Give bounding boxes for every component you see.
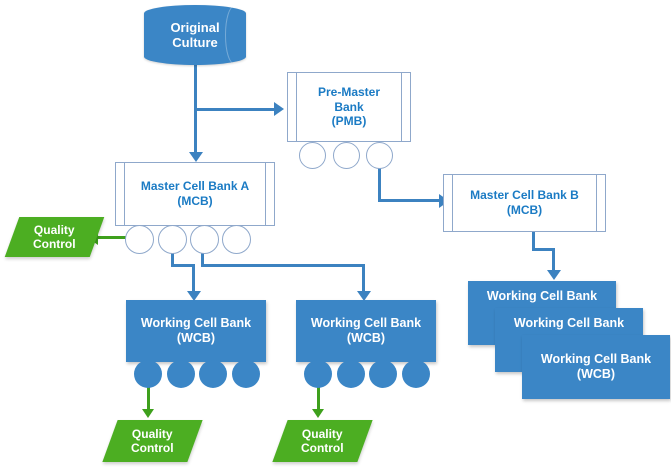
vial-mcba-4 <box>222 225 251 254</box>
node-master-cell-bank-b[interactable]: Master Cell Bank B (MCB) <box>443 174 606 232</box>
node-working-cell-bank-2[interactable]: Working Cell Bank (WCB) <box>296 300 436 362</box>
node-working-cell-bank-stack-3[interactable]: Working Cell Bank (WCB) <box>522 335 670 399</box>
arrowhead-mcba-to-wcb1 <box>186 291 201 301</box>
cylinder-right-edge-icon <box>401 72 402 142</box>
cylinder-right-edge-icon <box>265 162 266 226</box>
connector-original-to-pmb-horizontal <box>194 108 276 111</box>
working-cell-bank-2-label: Working Cell Bank (WCB) <box>310 316 422 345</box>
node-master-cell-bank-a[interactable]: Master Cell Bank A (MCB) <box>115 162 275 226</box>
pre-master-bank-label: Pre-Master Bank (PMB) <box>317 85 381 129</box>
working-cell-bank-stack-1-label: Working Cell Bank <box>486 289 598 303</box>
cylinder-left-edge-icon <box>124 162 125 226</box>
vial-pmb-3 <box>366 142 393 169</box>
connector-mcba-to-wcb2-horizontal <box>201 264 365 267</box>
quality-control-mcb-a-label: Quality Control <box>33 222 76 251</box>
arrowhead-mcbb-to-wcbstack <box>546 270 561 280</box>
connector-mcba-to-qc-horizontal <box>95 236 128 239</box>
arrowhead-mcba-to-wcb2 <box>356 291 371 301</box>
vial-wcb1-3 <box>199 360 227 388</box>
vial-wcb2-4 <box>402 360 430 388</box>
connector-wcb2-to-qc-vertical <box>317 381 320 413</box>
vial-wcb1-2 <box>167 360 195 388</box>
node-quality-control-mcb-a[interactable]: Quality Control <box>4 217 105 257</box>
connector-mcba-to-wcb1-vertical-b <box>192 264 195 295</box>
vial-wcb1-1 <box>134 360 162 388</box>
connector-mcba-to-wcb2-vertical-a <box>201 246 204 267</box>
connector-wcb1-to-qc-vertical <box>147 381 150 413</box>
cylinder-left-edge-icon <box>296 72 297 142</box>
vial-pmb-1 <box>299 142 326 169</box>
arrowhead-original-to-pmb <box>274 102 284 116</box>
arrowhead-original-to-mcba <box>188 152 203 162</box>
connector-mcbb-to-wcbstack-vertical-b <box>552 248 555 274</box>
vial-wcb1-4 <box>232 360 260 388</box>
vial-pmb-2 <box>333 142 360 169</box>
working-cell-bank-1-label: Working Cell Bank (WCB) <box>140 316 252 345</box>
vial-wcb2-2 <box>337 360 365 388</box>
node-pre-master-bank[interactable]: Pre-Master Bank (PMB) <box>287 72 411 142</box>
master-cell-bank-b-label: Master Cell Bank B (MCB) <box>470 188 579 217</box>
vial-mcba-1 <box>125 225 154 254</box>
master-cell-bank-a-label: Master Cell Bank A (MCB) <box>140 179 250 208</box>
vial-mcba-3 <box>190 225 219 254</box>
original-culture-label: Original Culture <box>170 19 220 50</box>
cylinder-left-edge-icon <box>452 174 453 232</box>
arrowhead-wcb2-to-qc <box>312 409 325 418</box>
node-quality-control-wcb-2[interactable]: Quality Control <box>272 420 373 462</box>
vial-wcb2-1 <box>304 360 332 388</box>
connector-mcbb-to-wcbstack-horizontal <box>532 248 555 251</box>
cylinder-cap-highlight-icon <box>225 7 241 62</box>
quality-control-wcb-2-label: Quality Control <box>301 426 344 455</box>
node-original-culture[interactable]: Original Culture <box>144 5 246 65</box>
working-cell-bank-stack-2-label: Working Cell Bank <box>513 316 625 330</box>
vial-wcb2-3 <box>369 360 397 388</box>
connector-mcba-to-wcb2-vertical-b <box>362 264 365 295</box>
node-working-cell-bank-1[interactable]: Working Cell Bank (WCB) <box>126 300 266 362</box>
vial-mcba-2 <box>158 225 187 254</box>
node-quality-control-wcb-1[interactable]: Quality Control <box>102 420 203 462</box>
connector-pmb-to-mcbb-horizontal <box>378 199 441 202</box>
arrowhead-wcb1-to-qc <box>142 409 155 418</box>
connector-mcba-to-wcb1-vertical-a <box>171 246 174 267</box>
cylinder-right-edge-icon <box>596 174 597 232</box>
connector-mcbb-to-wcbstack-vertical-a <box>532 231 535 251</box>
working-cell-bank-stack-3-label: Working Cell Bank (WCB) <box>540 352 652 381</box>
connector-mcba-to-wcb1-horizontal <box>171 264 195 267</box>
quality-control-wcb-1-label: Quality Control <box>131 426 174 455</box>
connector-pmb-to-mcbb-vertical <box>378 155 381 202</box>
